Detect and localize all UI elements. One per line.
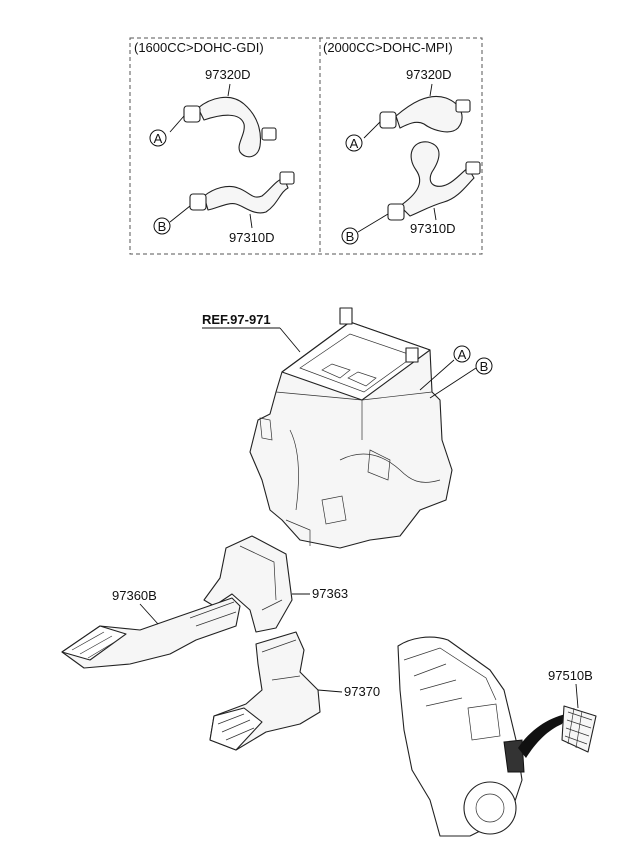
marker-a-circle <box>149 129 167 147</box>
connector-duct-label: 97363 <box>312 586 348 601</box>
leader-line <box>419 359 455 391</box>
hose-clamp <box>183 105 201 123</box>
leader-line <box>317 689 343 693</box>
hose-clamp <box>261 127 277 141</box>
leader-line <box>429 83 433 97</box>
hose-clamp <box>279 171 295 185</box>
rear-duct-left-body <box>61 597 241 669</box>
marker-b: B <box>346 229 355 244</box>
marker-a: A <box>154 131 163 146</box>
panel-title: (2000CC>DOHC-MPI) <box>323 40 453 55</box>
housing-top <box>281 321 431 401</box>
lower-hose-label: 97310D <box>229 230 275 245</box>
panel-title: (1600CC>DOHC-GDI) <box>134 40 264 55</box>
lower-heater-hose <box>399 141 475 217</box>
upper-heater-hose <box>395 96 463 133</box>
lower-heater-hose <box>203 177 289 214</box>
marker-b: B <box>158 219 167 234</box>
hose-clamp <box>379 111 397 129</box>
leader-line <box>227 83 231 97</box>
rear-duct-right: 97370 <box>209 631 380 751</box>
dashed-border <box>129 37 483 255</box>
marker-a: A <box>458 347 467 362</box>
mounting-tab <box>339 307 353 325</box>
panel-2000cc-mpi: (2000CC>DOHC-MPI) 97320D A B 97310D <box>323 40 481 245</box>
vehicle-rear-view: 97510B <box>397 636 597 837</box>
connector-duct: 97363 <box>203 535 348 633</box>
upper-hose-label: 97320D <box>406 67 452 82</box>
engine-variant-box: (1600CC>DOHC-GDI) 97320D A B 97310D (200… <box>129 37 483 255</box>
leader-line <box>357 213 389 233</box>
leader-line <box>363 121 381 139</box>
rear-window <box>467 703 501 741</box>
hose-clamp <box>387 203 405 221</box>
leader-line <box>139 603 159 625</box>
upper-heater-hose <box>197 96 262 158</box>
callout-arrow <box>518 714 566 758</box>
leader-line <box>279 327 301 353</box>
rear-duct-right-label: 97370 <box>344 684 380 699</box>
marker-b-circle <box>475 357 493 375</box>
hose-clamp <box>189 193 207 211</box>
leader-line <box>433 207 437 221</box>
ref-label: REF.97-971 <box>202 312 271 327</box>
upper-hose-label: 97320D <box>205 67 251 82</box>
leader-line <box>169 115 185 133</box>
leader-line <box>575 683 579 709</box>
marker-b: B <box>480 359 489 374</box>
lower-hose-label: 97310D <box>410 221 456 236</box>
marker-b-circle <box>153 217 171 235</box>
rear-wheel-arch <box>463 781 517 835</box>
mounting-tab <box>405 347 419 363</box>
panel-1600cc-gdi: (1600CC>DOHC-GDI) 97320D A B 97310D <box>134 40 295 245</box>
marker-a-circle <box>345 134 363 152</box>
vent-grille-label: 97510B <box>548 668 593 683</box>
marker-a-circle <box>453 345 471 363</box>
leader-line <box>249 213 253 229</box>
hose-clamp <box>465 161 481 175</box>
hose-clamp <box>455 99 471 113</box>
marker-b-circle <box>341 227 359 245</box>
rear-duct-left: 97360B <box>61 588 241 669</box>
leader-line <box>169 205 191 223</box>
marker-a: A <box>350 136 359 151</box>
heater-unit-assembly: REF.97-971 A B <box>202 307 493 549</box>
leader-line <box>429 367 477 399</box>
rear-duct-left-label: 97360B <box>112 588 157 603</box>
